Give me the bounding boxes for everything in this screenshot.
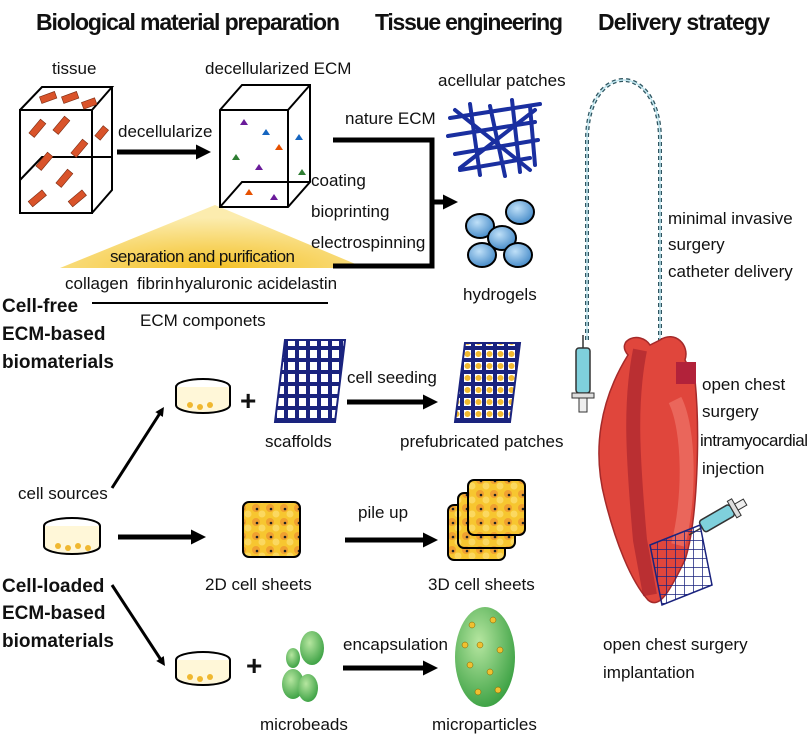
prefabricated-patches-label: prefubricated patches xyxy=(400,432,564,451)
plus-sign-1: + xyxy=(240,385,256,416)
microbeads-icon xyxy=(282,631,324,702)
acellular-patches-label: acellular patches xyxy=(438,71,566,90)
ecm-components-label: ECM componets xyxy=(140,311,266,330)
header-tissue-engineering: Tissue engineering xyxy=(375,9,563,35)
acellular-patch-mesh xyxy=(446,98,542,178)
injection-text-1: open chest xyxy=(702,375,785,394)
decellularized-ecm-cube xyxy=(219,84,311,208)
component-fibrin: fibrin xyxy=(137,274,174,293)
syringe-icon xyxy=(571,335,595,413)
scaffolds-label: scaffolds xyxy=(265,432,332,451)
separation-label: separation and purification xyxy=(110,247,295,266)
microparticle-icon xyxy=(455,607,515,707)
arrow-to-microbead-route xyxy=(110,584,165,667)
implanted-patch-icon xyxy=(649,523,713,607)
microbeads-label: microbeads xyxy=(260,715,348,734)
culture-dish-icon-2 xyxy=(175,651,231,686)
catheter-text-1: minimal invasive xyxy=(668,209,793,228)
decellularized-ecm-label: decellularized ECM xyxy=(205,59,351,78)
prefabricated-patch-icon xyxy=(453,342,522,423)
pile-up-label: pile up xyxy=(358,503,408,522)
catheter-text-3: catheter delivery xyxy=(668,262,793,281)
injection-text-2: surgery xyxy=(702,402,759,421)
cell-sources-label: cell sources xyxy=(18,484,108,503)
implantation-text-2: implantation xyxy=(603,663,695,682)
injection-text-4: injection xyxy=(702,459,764,478)
tissue-cube xyxy=(19,86,115,214)
method-coating: coating xyxy=(311,171,366,190)
cell-free-category-1: Cell-free xyxy=(2,296,78,317)
injection-syringe-icon xyxy=(688,498,748,536)
cell-sheets-2d-label: 2D cell sheets xyxy=(205,575,312,594)
method-electrospinning: electrospinning xyxy=(311,233,425,252)
arrow-to-scaffold-route xyxy=(110,406,164,489)
hydrogels-label: hydrogels xyxy=(463,285,537,304)
method-bioprinting: bioprinting xyxy=(311,202,389,221)
cell-free-category-3: biomaterials xyxy=(2,352,114,373)
decellularize-label: decellularize xyxy=(118,122,213,141)
component-hyaluronic-acid: hyaluronic acid xyxy=(175,274,288,293)
component-elastin: elastin xyxy=(288,274,337,293)
culture-dish-icon xyxy=(175,378,231,414)
cell-source-dish-icon xyxy=(43,517,101,555)
cell-loaded-category-3: biomaterials xyxy=(2,631,114,652)
header-delivery: Delivery strategy xyxy=(598,9,770,35)
injection-text-3: intramyocardial xyxy=(700,431,808,450)
tissue-label: tissue xyxy=(52,59,96,78)
cell-sheets-3d-label: 3D cell sheets xyxy=(428,575,535,594)
cell-sheet-3d-icon xyxy=(447,479,526,561)
hydrogels-icon xyxy=(465,199,535,268)
cell-loaded-category-1: Cell-loaded xyxy=(2,576,104,597)
cell-seeding-label: cell seeding xyxy=(347,368,437,387)
separation-spread xyxy=(60,205,365,268)
encapsulation-label: encapsulation xyxy=(343,635,448,654)
cell-free-category-2: ECM-based xyxy=(2,324,105,345)
plus-sign-2: + xyxy=(246,650,262,681)
catheter-text-2: surgery xyxy=(668,235,725,254)
scaffold-icon xyxy=(273,339,347,423)
cell-loaded-category-2: ECM-based xyxy=(2,603,105,624)
microparticles-label: microparticles xyxy=(432,715,537,734)
implantation-text-1: open chest surgery xyxy=(603,635,748,654)
component-collagen: collagen xyxy=(65,274,128,293)
header-preparation: Biological material preparation xyxy=(36,9,340,35)
nature-ecm-label: nature ECM xyxy=(345,109,436,128)
cell-sheet-2d-icon xyxy=(242,501,301,558)
